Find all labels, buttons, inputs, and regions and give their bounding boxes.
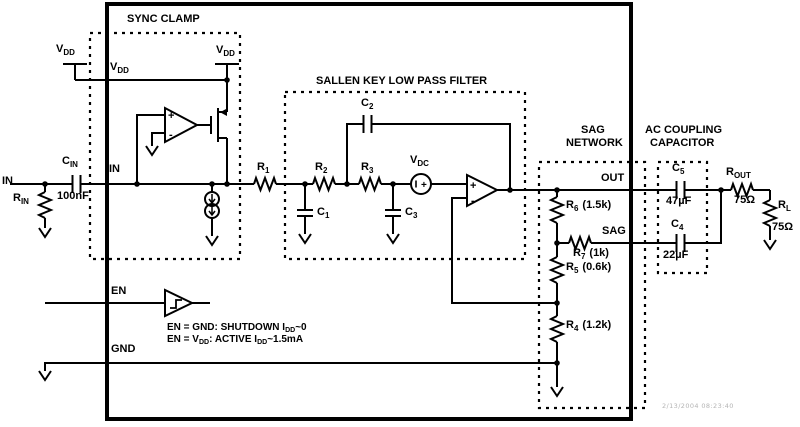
timestamp-watermark: 2/13/2004 08:23:40	[662, 402, 734, 410]
label-r7: R7(1k)	[573, 247, 609, 261]
ground-icon-rin	[38, 227, 52, 239]
opamp2-plus-sign: +	[470, 180, 476, 192]
resistor-r2	[312, 175, 336, 193]
label-c2: C2	[361, 97, 374, 111]
opamp1-minus-branch	[151, 132, 165, 146]
ground-icon-r4	[550, 386, 564, 398]
capacitor-c4	[675, 234, 686, 252]
schmitt-buffer	[164, 288, 195, 318]
ground-icon-c1	[298, 233, 312, 245]
mosfet-arrow-icon	[220, 108, 227, 116]
opamp2-minus-sign: -	[471, 195, 475, 207]
label-r5: R5(0.6k)	[566, 261, 612, 275]
label-vdd-left: VDD	[56, 43, 75, 57]
ground-icon-c3	[386, 233, 400, 245]
label-vdc: VDC	[410, 154, 429, 168]
resistor-r6	[548, 196, 566, 224]
label-r3: R3	[361, 161, 374, 175]
pin-gnd: GND	[111, 343, 136, 355]
label-c4-value: 22µF	[663, 249, 689, 261]
ground-icon-rl	[763, 239, 777, 251]
label-rout-value: 75Ω	[734, 194, 756, 206]
ac-coupling-title-line2: CAPACITOR	[650, 137, 715, 149]
feedback-net-wire	[451, 197, 557, 304]
label-cin-value: 100nF	[57, 190, 89, 202]
label-r2: R2	[315, 161, 328, 175]
junction-dots	[42, 77, 724, 366]
ground-icon-opamp1	[145, 145, 159, 157]
label-vdd-inner: VDD	[110, 61, 129, 75]
sag-network-title-line1: SAG	[581, 124, 605, 136]
pin-sag: SAG	[602, 225, 626, 237]
resistor-r3	[358, 175, 382, 193]
ic-boundary-box	[105, 2, 633, 421]
label-r4: R4(1.2k)	[566, 319, 612, 333]
opamp1-plus-branch	[136, 114, 165, 184]
vdc-source	[410, 173, 432, 195]
c4-return-wire	[685, 190, 722, 244]
label-r1: R1	[257, 161, 270, 175]
resistor-r5	[548, 256, 566, 284]
ground-icon-gnd-pin	[38, 370, 52, 382]
pin-en: EN	[111, 285, 127, 297]
label-rl-value: 75Ω	[772, 221, 794, 233]
label-c4: C4	[671, 218, 684, 232]
ac-coupling-title-line1: AC COUPLING	[645, 124, 722, 136]
current-source-icon	[204, 184, 220, 247]
label-c5-value: 47µF	[666, 195, 692, 207]
capacitor-cin	[71, 175, 82, 193]
mosfet-clamp	[210, 80, 228, 184]
resistor-rin	[36, 191, 54, 219]
sag-network-title-line2: NETWORK	[566, 137, 623, 149]
sallen-key-title: SALLEN KEY LOW PASS FILTER	[316, 75, 488, 87]
capacitor-c3	[385, 184, 401, 245]
label-c5: C5	[672, 162, 685, 176]
label-c3: C3	[405, 206, 418, 220]
pin-in-inner: IN	[109, 163, 120, 175]
pin-in-outer: IN	[2, 175, 13, 187]
sync-clamp-box	[88, 31, 242, 261]
opamp1-minus-sign: -	[169, 129, 173, 141]
resistor-r1	[253, 175, 277, 193]
ac-coupling-box	[656, 160, 709, 275]
label-cin: CIN	[62, 155, 78, 169]
capacitor-c5	[675, 181, 686, 199]
vdd-rail-wire	[63, 63, 239, 81]
note-shutdown: EN = GND: SHUTDOWN IDD~0	[167, 322, 307, 334]
resistor-r7	[568, 234, 592, 252]
opamp-sync-clamp	[164, 106, 200, 144]
note-active: EN = VDD: ACTIVE IDD~1.5mA	[167, 334, 304, 346]
hysteresis-icon	[170, 299, 182, 309]
ground-icon-current-source	[205, 235, 219, 247]
capacitor-c2	[362, 115, 373, 133]
vdc-plus-sign: +	[421, 180, 427, 191]
label-vdd-right: VDD	[216, 44, 235, 58]
resistor-rl	[761, 199, 779, 227]
c2-loop-wire	[346, 123, 511, 190]
capacitor-c1	[297, 184, 313, 245]
label-c1: C1	[317, 206, 330, 220]
sallen-key-box	[283, 90, 527, 261]
opamp-filter	[466, 173, 500, 208]
label-r6: R6(1.5k)	[566, 199, 612, 213]
resistor-r4	[548, 315, 566, 343]
pin-out: OUT	[601, 172, 625, 184]
gnd-net-wire	[44, 362, 557, 371]
sync-clamp-title: SYNC CLAMP	[127, 13, 200, 25]
resistor-rout	[730, 181, 754, 199]
label-rout: ROUT	[726, 166, 751, 180]
opamp1-plus-sign: +	[168, 110, 174, 122]
label-rl: RL	[778, 199, 791, 213]
label-rin: RIN	[13, 192, 29, 206]
